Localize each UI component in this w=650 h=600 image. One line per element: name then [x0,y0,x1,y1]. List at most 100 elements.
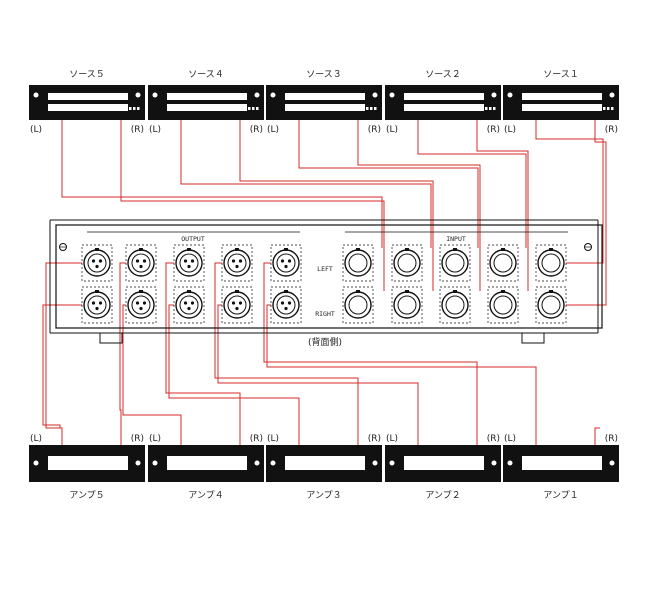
patch-panel: OUTPUT INPUT LEFT RIGHT (背面側) [49,219,603,348]
connector-outline [270,286,302,324]
connector-latch [139,290,143,293]
mounting-hole-icon [491,460,497,466]
connector-face [541,295,561,315]
mounting-screw-icon [584,243,592,251]
amp-display [522,456,602,470]
amp-display [404,456,484,470]
connector-outline [391,286,423,324]
signal-cable [180,120,432,248]
amp-right-label: (R) [487,434,500,444]
connector-pin [235,264,239,269]
source-label: ソース１ [543,70,579,80]
connector-outline [125,286,157,324]
mounting-hole-icon [135,92,141,98]
indicator-icon [493,107,496,110]
connector-pin [405,306,409,311]
connector-pin [359,301,364,305]
connector-latch [549,290,553,293]
connector-face [397,253,417,273]
connector-pin [183,259,188,263]
connector-pin [91,259,96,263]
amp-left-label: (L) [386,434,398,444]
signal-cable [417,120,527,248]
connector-outline [439,244,471,282]
connector-face [131,295,151,315]
source-label: ソース５ [69,70,105,80]
indicator-icon [252,107,255,110]
connector-face [445,253,465,273]
connector-outline [173,286,205,324]
connector-latch [356,248,360,251]
connector-latch [187,290,191,293]
source-chassis [148,85,264,120]
xlr-connector-icon [439,286,471,324]
connector-pin [235,306,239,311]
connector-face [397,295,417,315]
connector-outline [439,286,471,324]
connector-pin [408,301,413,305]
amp-left-label: (L) [504,434,516,444]
source-label: ソース２ [425,70,461,80]
signal-cable [239,120,434,291]
connector-pin [352,301,357,305]
panel-foot-left [99,332,123,344]
indicator-icon [374,107,377,110]
mounting-hole-icon [33,460,39,466]
amp-display [48,456,128,470]
indicator-icon [133,107,136,110]
connector-pin [449,259,454,263]
connector-face [179,295,199,315]
mounting-hole-icon [507,460,513,466]
source-left-label: (L) [149,125,161,135]
xlr-connector-icon [391,286,423,324]
indicator-icon [129,107,132,110]
connector-pin [142,301,147,305]
mounting-hole-icon [152,460,158,466]
connector-pin [187,264,191,269]
source-device: ソース２ (L) (R) [385,70,501,135]
panel-caption: (背面側) [308,336,342,348]
source-display [48,93,128,100]
source-right-label: (R) [487,125,500,135]
indicator-icon [370,107,373,110]
xlr-connector-icon [221,244,253,282]
connector-outline [342,286,374,324]
signal-cable [266,304,537,445]
indicator-icon [489,107,492,110]
connector-pin [408,259,413,263]
mounting-hole-icon [609,460,615,466]
signal-cable [122,304,182,445]
connector-outline [535,244,567,282]
amp-display [167,456,247,470]
connector-pin [456,259,461,263]
amp-right-label: (R) [368,434,381,444]
indicator-icon [611,107,614,110]
source-left-label: (L) [386,125,398,135]
connector-latch [453,248,457,251]
connector-latch [187,248,191,251]
source-label: ソース４ [188,70,224,80]
xlr-connector-icon [173,286,205,324]
connector-pin [98,259,103,263]
mounting-screw-icon [59,243,67,251]
amp-right-label: (R) [605,434,618,444]
mounting-hole-icon [270,460,276,466]
xlr-connector-icon [81,244,113,282]
connector-pin [504,301,509,305]
mounting-hole-icon [609,92,615,98]
amp-device: (L)(R)アンプ３ [266,434,382,501]
connector-pin [501,264,505,269]
connector-pin [139,264,143,269]
source-device: ソース３(L)(R) [266,70,382,135]
source-display [48,104,128,111]
input-label: INPUT [446,235,466,243]
indicator-icon [603,107,606,110]
mounting-hole-icon [152,92,158,98]
connector-outline [270,244,302,282]
connector-face [87,253,107,273]
connector-pin [401,301,406,305]
mounting-hole-icon [372,460,378,466]
amp-device: (L)(R)アンプ４ [148,434,264,501]
source-display [522,93,602,100]
